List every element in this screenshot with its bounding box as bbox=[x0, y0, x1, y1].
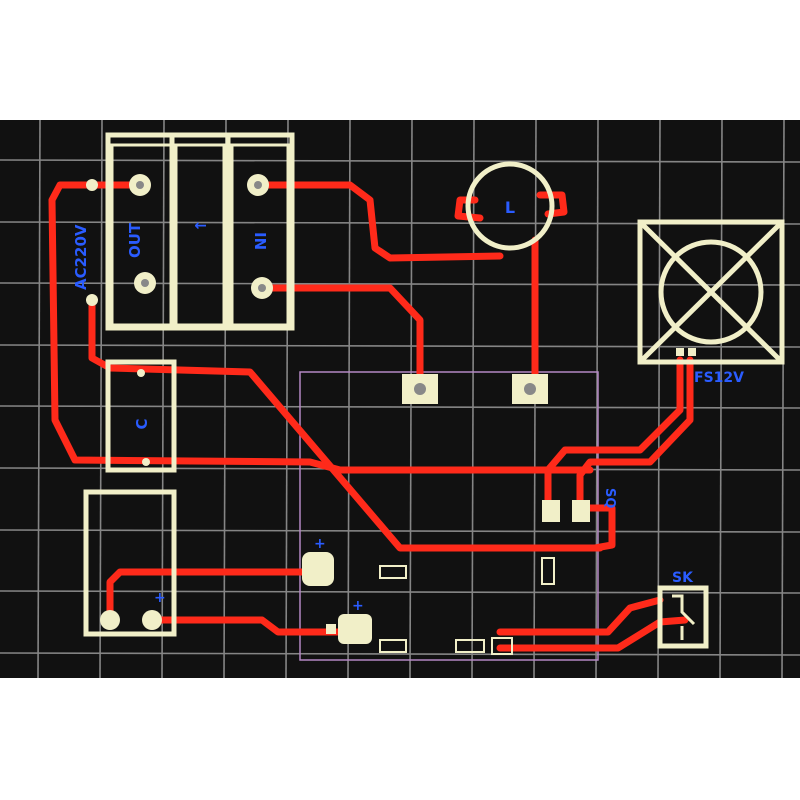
pad-square-2-hole bbox=[524, 383, 536, 395]
pad-c-2 bbox=[142, 458, 150, 466]
pad-sq-2 bbox=[572, 500, 590, 522]
pad-fan-1 bbox=[676, 348, 684, 356]
pcb-canvas bbox=[0, 120, 800, 678]
label-inductor: L bbox=[505, 198, 515, 217]
terminal-cell-out bbox=[110, 143, 174, 327]
switch-outline bbox=[657, 585, 709, 649]
pad-ac-2 bbox=[86, 294, 98, 306]
terminal-cell-in bbox=[230, 143, 290, 327]
label-in: IN bbox=[251, 232, 269, 250]
pad-lower-small bbox=[326, 624, 336, 634]
label-switch: SK bbox=[672, 570, 694, 586]
label-fan: FS12V bbox=[694, 370, 744, 386]
trace-fan-a bbox=[544, 356, 684, 514]
pad-ac-1 bbox=[86, 179, 98, 191]
pad-cap-2 bbox=[142, 610, 162, 630]
label-sq: SQ bbox=[602, 488, 617, 508]
switch-symbol bbox=[672, 594, 696, 640]
label-out: OUT bbox=[126, 222, 144, 258]
trace-in-to-inductor bbox=[254, 181, 504, 262]
trace-cap-right bbox=[148, 616, 359, 636]
pad-c-1 bbox=[137, 369, 145, 377]
label-capacitor: C bbox=[133, 418, 151, 429]
pad-out-1-hole bbox=[136, 181, 144, 189]
pad-sq-1 bbox=[542, 500, 560, 522]
pad-lower-plus bbox=[338, 614, 372, 644]
fan-diag-2 bbox=[638, 220, 784, 364]
terminal-block-outline bbox=[105, 132, 295, 331]
silkscreen bbox=[83, 132, 785, 649]
pad-out-2-hole bbox=[141, 279, 149, 287]
trace-fan-b bbox=[576, 356, 694, 514]
label-plus-upper: + bbox=[314, 536, 326, 552]
terminal-cell-mid bbox=[174, 143, 226, 327]
pad-group-3 bbox=[379, 639, 407, 653]
pad-in-2-hole bbox=[258, 284, 266, 292]
fan-outline bbox=[637, 219, 785, 365]
label-plus-capbox: + bbox=[154, 590, 166, 606]
inductor-outline bbox=[465, 161, 555, 251]
pad-group-4 bbox=[455, 639, 485, 653]
fan-circle bbox=[658, 239, 764, 345]
board-outline bbox=[299, 371, 599, 661]
trace-lower-left bbox=[88, 296, 604, 552]
pad-group-5 bbox=[491, 637, 513, 655]
trace-cap-left bbox=[106, 568, 322, 624]
label-ac220v: AC220V bbox=[72, 224, 90, 290]
trace-switch-b bbox=[496, 616, 689, 652]
label-arrow: ↑ bbox=[192, 219, 210, 232]
pad-in-1-hole bbox=[254, 181, 262, 189]
label-plus-lower: + bbox=[352, 598, 364, 614]
capacitor-c-outline bbox=[105, 359, 177, 473]
pad-upper-plus bbox=[302, 552, 334, 586]
copper-traces bbox=[48, 181, 694, 652]
trace-in-to-pad bbox=[254, 284, 424, 389]
pad-cap-1 bbox=[100, 610, 120, 630]
pad-group-2 bbox=[541, 557, 555, 585]
capacitor-box-outline bbox=[83, 489, 177, 637]
pad-fan-2 bbox=[688, 348, 696, 356]
pad-group-1 bbox=[379, 565, 407, 579]
pads bbox=[86, 174, 696, 655]
trace-switch-a bbox=[496, 596, 664, 636]
pad-square-1-hole bbox=[414, 383, 426, 395]
trace-sq bbox=[586, 504, 616, 552]
